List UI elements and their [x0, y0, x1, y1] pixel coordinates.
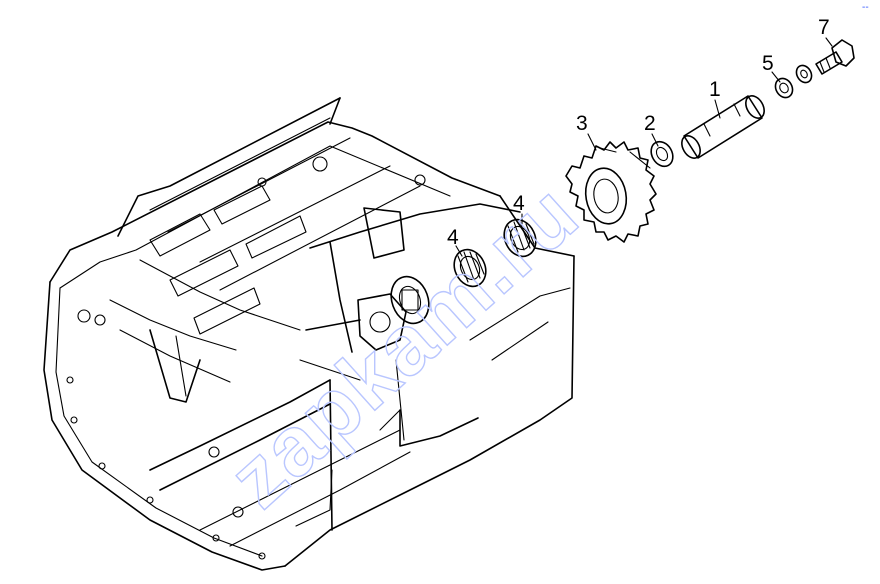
callout-4b: 4: [513, 192, 525, 215]
callout-7: 7: [818, 16, 830, 39]
spring-washer: [795, 64, 813, 84]
transmission-housing: [43, 97, 575, 571]
callout-3: 3: [576, 112, 588, 135]
bolt: [815, 39, 855, 75]
callout-labels: 1 2 3 4 4 5 7: [447, 16, 830, 249]
gear: [565, 141, 657, 243]
needle-bearing-upper: [503, 218, 537, 258]
callout-1: 1: [709, 78, 721, 101]
washer: [650, 140, 674, 168]
callout-2: 2: [644, 112, 656, 135]
corner-mark: --: [862, 2, 869, 13]
shaft: [681, 95, 765, 159]
lock-washer: [774, 77, 794, 99]
callout-4a: 4: [447, 226, 459, 249]
callout-5: 5: [762, 52, 774, 75]
leader-lines: [455, 37, 833, 257]
needle-bearing-lower: [453, 248, 487, 288]
